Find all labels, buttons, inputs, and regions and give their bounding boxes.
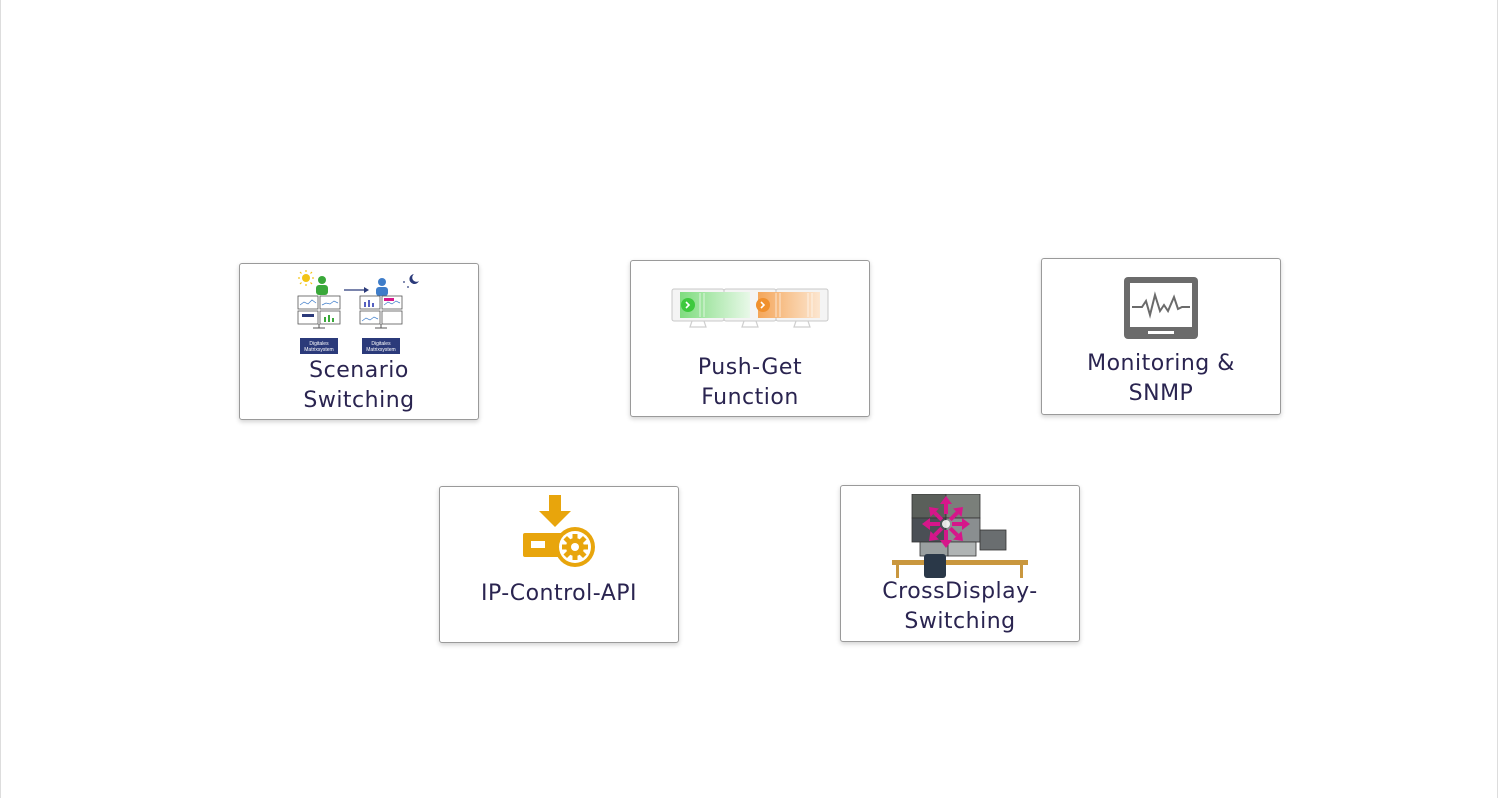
svg-text:Digitales: Digitales: [309, 341, 329, 347]
push-get-function-card[interactable]: Push-Get Function: [630, 260, 870, 417]
api-gear-icon: [519, 495, 599, 577]
ip-control-api-card[interactable]: IP-Control-API: [439, 486, 679, 643]
monitor-pulse-icon: [1122, 275, 1200, 345]
svg-text:Matrixsystem: Matrixsystem: [304, 347, 333, 353]
push-get-icon: [670, 287, 830, 335]
crossdisplay-switching-label-line1: CrossDisplay-: [882, 579, 1038, 604]
crossdisplay-switching-label: CrossDisplay- Switching: [841, 577, 1079, 637]
ip-control-api-label-line1: IP-Control-API: [481, 581, 637, 606]
push-get-function-label-line2: Function: [701, 385, 799, 410]
monitoring-snmp-label: Monitoring & SNMP: [1042, 349, 1280, 409]
scenario-switching-label-line1: Scenario: [309, 358, 409, 383]
scenario-switching-card[interactable]: Digitales Matrixsystem Digitales Matrixs…: [239, 263, 479, 420]
svg-text:Digitales: Digitales: [371, 341, 391, 347]
ip-control-api-label: IP-Control-API: [440, 579, 678, 609]
monitoring-snmp-label-line1: Monitoring &: [1087, 351, 1235, 376]
monitoring-snmp-label-line2: SNMP: [1128, 381, 1194, 406]
push-get-function-label-line1: Push-Get: [697, 355, 803, 380]
scenario-switching-label-line2: Switching: [303, 388, 415, 413]
cross-display-icon: [892, 493, 1028, 582]
svg-text:Matrixsystem: Matrixsystem: [366, 347, 395, 353]
monitoring-snmp-card[interactable]: Monitoring & SNMP: [1041, 258, 1281, 415]
scenario-switching-icon: Digitales Matrixsystem Digitales Matrixs…: [294, 270, 424, 358]
push-get-function-label: Push-Get Function: [631, 353, 869, 413]
crossdisplay-switching-card[interactable]: CrossDisplay- Switching: [840, 485, 1080, 642]
scenario-switching-label: Scenario Switching: [240, 356, 478, 416]
crossdisplay-switching-label-line2: Switching: [904, 609, 1016, 634]
